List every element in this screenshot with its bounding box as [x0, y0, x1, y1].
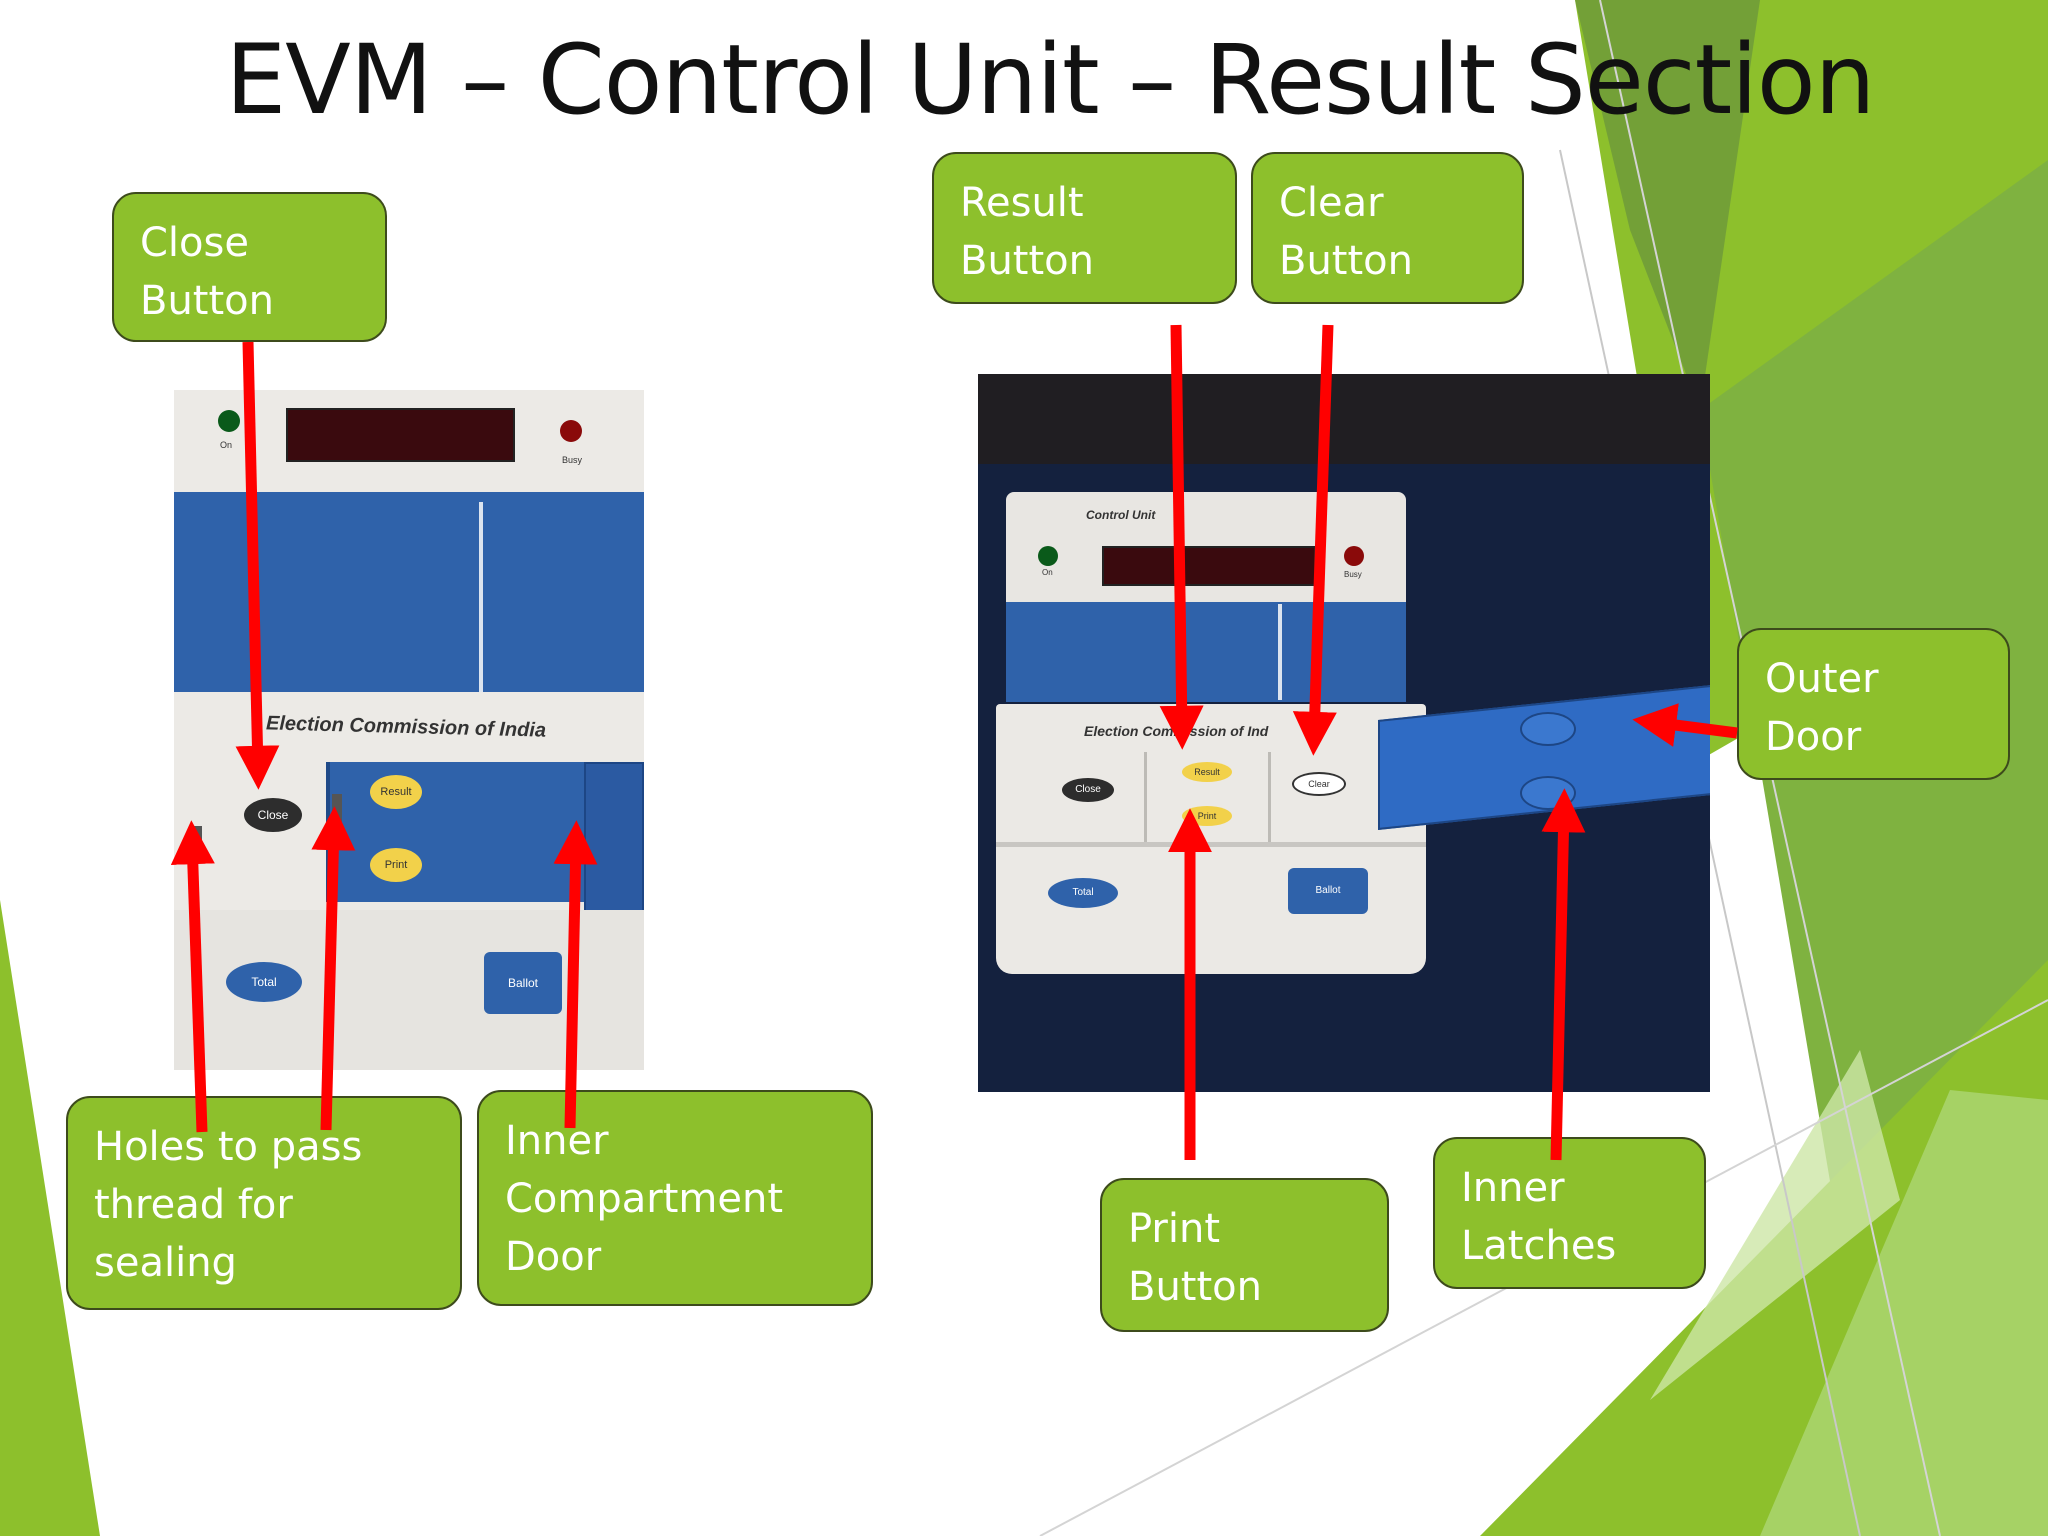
callout-text: Print: [1128, 1206, 1221, 1252]
callout-text: Button: [140, 278, 274, 324]
blue-band-left: [174, 492, 644, 692]
blue-band-divider-right: [1278, 604, 1282, 700]
inner-latch-1: [1520, 712, 1576, 746]
print-button-right: Print: [1182, 806, 1232, 826]
blue-band-right: [1006, 602, 1406, 702]
display-right: [1102, 546, 1316, 586]
busy-label-left: Busy: [562, 455, 583, 465]
right-bg-top: [978, 374, 1710, 464]
sealing-holes-left: [192, 826, 202, 854]
photo-right: Control Unit On Busy Election Commission…: [978, 374, 1710, 1092]
photo-left: On Busy Election Commission of India Clo…: [174, 390, 644, 1070]
panel-text-right: Election Commission of Ind: [1084, 723, 1269, 739]
callout-sealing-holes: Holes to pass thread for sealing: [66, 1096, 462, 1310]
bg-shape-left: [0, 900, 100, 1536]
result-button-right: Result: [1182, 762, 1232, 782]
total-button-right: Total: [1048, 878, 1118, 908]
close-button-right: Close: [1062, 778, 1114, 802]
callout-inner-latches: Inner Latches: [1433, 1137, 1706, 1289]
callout-text: Door: [1765, 714, 1862, 760]
callout-text: Close: [140, 220, 249, 266]
callout-text: Inner: [1461, 1165, 1565, 1211]
slide-title: EVM – Control Unit – Result Section: [225, 24, 1876, 136]
callout-clear-button: Clear Button: [1251, 152, 1524, 304]
callout-text: thread for: [94, 1182, 293, 1228]
callout-text: Latches: [1461, 1223, 1617, 1269]
section-divider-1: [1144, 752, 1147, 842]
clear-button-right: Clear: [1292, 772, 1346, 796]
callout-text: Clear: [1279, 180, 1384, 226]
outer-hinge-left: [584, 762, 644, 916]
display-left: [286, 408, 515, 462]
sealing-holes-mid: [332, 794, 342, 822]
inner-latch-2: [1520, 776, 1576, 810]
lower-panel-right: [996, 842, 1426, 847]
callout-result-button: Result Button: [932, 152, 1237, 304]
callout-inner-compartment-door: Inner Compartment Door: [477, 1090, 873, 1306]
on-led-right: [1038, 546, 1058, 566]
callout-close-button: Close Button: [112, 192, 387, 342]
callout-text: Inner: [505, 1118, 609, 1164]
section-divider-2: [1268, 752, 1271, 842]
front-panel-right: [996, 704, 1426, 974]
callout-text: Door: [505, 1234, 602, 1280]
close-button-left: Close: [244, 798, 302, 832]
bg-shape-top-right-dark: [1575, 0, 1760, 410]
bg-shape-bottom-right-light: [1760, 1090, 2048, 1536]
on-led-left: [218, 410, 240, 432]
header-text-right: Control Unit: [1086, 508, 1156, 522]
print-button-left: Print: [370, 848, 422, 882]
busy-led-right: [1344, 546, 1364, 566]
total-button-left: Total: [226, 962, 302, 1002]
callout-text: Result: [960, 180, 1084, 226]
bg-shape-bottom-right-pale: [1650, 1050, 1900, 1400]
callout-text: Button: [1128, 1264, 1262, 1310]
on-label-right: On: [1042, 568, 1053, 577]
on-label-left: On: [220, 440, 233, 450]
callout-print-button: Print Button: [1100, 1178, 1389, 1332]
callout-text: Holes to pass: [94, 1124, 363, 1170]
callout-text: Button: [1279, 238, 1413, 284]
result-button-left: Result: [370, 775, 422, 809]
blue-band-divider-left: [479, 502, 483, 692]
ballot-button-right: Ballot: [1288, 868, 1368, 914]
busy-led-left: [560, 420, 582, 442]
busy-label-right: Busy: [1344, 570, 1362, 579]
callout-text: Compartment: [505, 1176, 784, 1222]
callout-text: sealing: [94, 1240, 237, 1286]
callout-text: Button: [960, 238, 1094, 284]
ballot-button-left: Ballot: [484, 952, 562, 1014]
callout-outer-door: Outer Door: [1737, 628, 2010, 780]
callout-text: Outer: [1765, 656, 1879, 702]
